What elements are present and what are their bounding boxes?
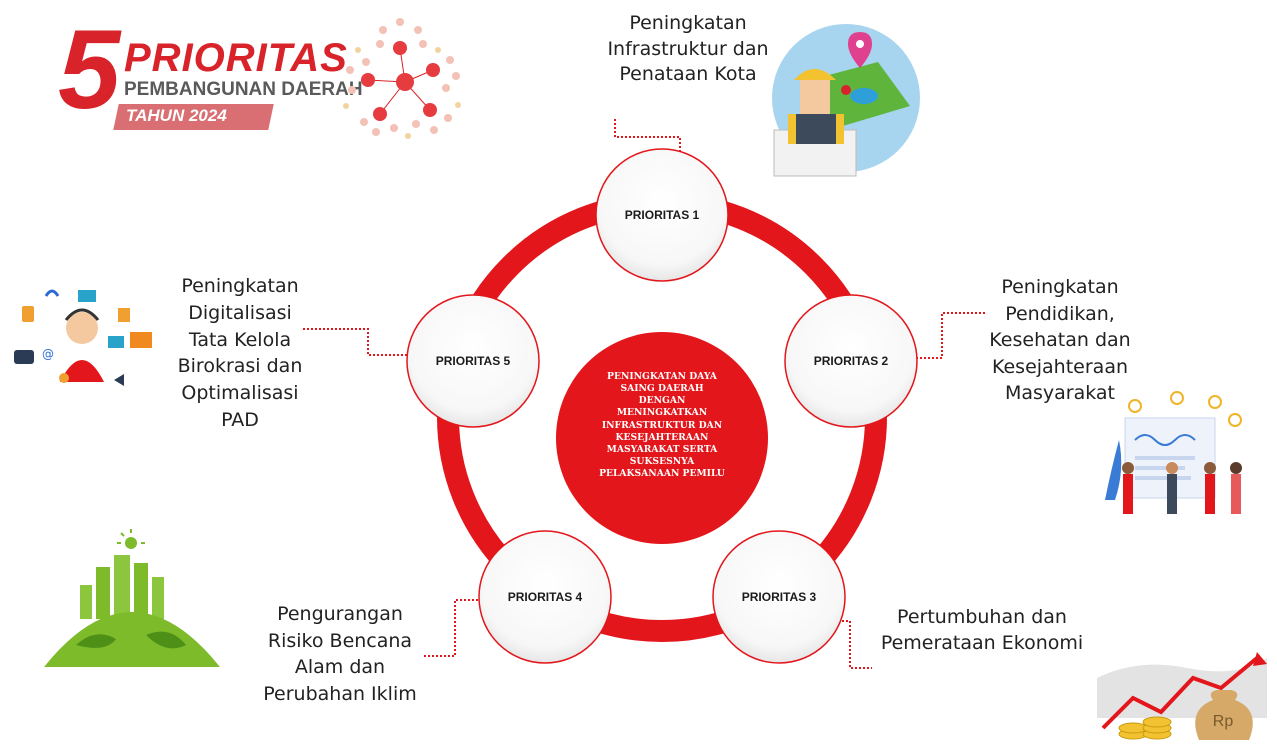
node-prioritas-1 (595, 148, 729, 282)
fax-icon (108, 336, 124, 348)
node-label-prioritas-3: PRIORITAS 3 (742, 590, 817, 604)
center-line: PENINGKATAN DAYA (607, 371, 717, 382)
description-line: Birokrasi dan (177, 355, 303, 378)
infrastructure-illustration (772, 24, 920, 177)
description-line: Optimalisasi (181, 382, 299, 405)
phone-icon (44, 289, 60, 297)
person-icon (1231, 474, 1241, 514)
calculator-icon (22, 306, 34, 322)
center-text: PENINGKATAN DAYA SAING DAERAH DENGAN MEN… (588, 371, 736, 480)
at-sign-icon: @ (42, 347, 54, 361)
lake-icon (850, 88, 878, 104)
check-badge-icon (1170, 391, 1184, 405)
printer-icon (78, 290, 96, 302)
building-icon (80, 585, 92, 619)
node-label-prioritas-5: PRIORITAS 5 (436, 354, 511, 368)
money-bag-icon (1195, 690, 1253, 740)
description-prioritas-4: Pengurangan Risiko Bencana Alam dan Peru… (240, 601, 440, 707)
people-dashboard-illustration (1105, 391, 1242, 514)
description-line: Risiko Bencana (267, 629, 413, 652)
description-prioritas-5: Peningkatan Digitalisasi Tata Kelola Bir… (160, 273, 320, 434)
description-line: PAD (221, 408, 259, 431)
person-icon (1205, 474, 1215, 514)
node-prioritas-5 (406, 294, 540, 428)
center-line: MASYARAKAT SERTA (606, 443, 718, 455)
center-line: KESEJAHTERAAN (615, 431, 709, 443)
economy-illustration: Rp (1097, 652, 1267, 740)
center-line: MENINGKATKAN (616, 407, 708, 419)
header-number: 5 (58, 7, 121, 132)
description-line: Infrastruktur dan (607, 37, 769, 60)
description-prioritas-2: Peningkatan Pendidikan, Kesehatan dan Ke… (960, 274, 1160, 407)
operator-body (60, 360, 104, 382)
description-line: Alam dan (294, 656, 386, 679)
building-icon (152, 577, 164, 619)
description-line: Peningkatan (1001, 276, 1119, 298)
description-line: Pertumbuhan dan (897, 606, 1067, 628)
helmet-icon (794, 69, 836, 80)
description-line: Masyarakat (1004, 382, 1116, 405)
coin-stack-icon (1118, 716, 1172, 740)
headset-icon (64, 308, 100, 321)
center-line: DENGAN (638, 395, 686, 407)
description-line: Kesehatan dan (989, 329, 1131, 352)
center-line: SAING DAERAH (620, 383, 704, 395)
center-line: INFRASTRUKTUR DAN (601, 419, 723, 431)
description-line: Peningkatan (181, 275, 299, 297)
node-label-prioritas-2: PRIORITAS 2 (814, 354, 889, 368)
header-title: PRIORITAS (124, 36, 348, 80)
center-circle (556, 332, 768, 544)
description-line: Digitalisasi (188, 301, 292, 324)
network-illustration (343, 18, 461, 139)
node-prioritas-2 (784, 294, 918, 428)
chat-bubble-icon (14, 350, 34, 364)
network-node-center (396, 73, 414, 91)
megaphone-icon (114, 374, 124, 386)
person-icon (1167, 474, 1177, 514)
check-badge-icon (1208, 395, 1222, 409)
plant-icon (1105, 440, 1122, 500)
description-line: Pendidikan, (1005, 302, 1115, 325)
sun-icon (125, 537, 137, 549)
description-line: Kesejahteraan (991, 355, 1129, 378)
center-line: SUKSESNYA (629, 455, 695, 467)
green-city-illustration (44, 529, 220, 667)
chart-line-icon (1134, 434, 1196, 446)
location-pin-icon (848, 32, 872, 68)
node-label-prioritas-4: PRIORITAS 4 (508, 590, 583, 604)
digital-services-illustration: @ (14, 289, 152, 386)
check-badge-icon (1128, 399, 1142, 413)
operator-head (66, 312, 98, 344)
building-icon (114, 555, 130, 619)
description-line: Penataan Kota (619, 63, 757, 86)
description-prioritas-1: Peningkatan Infrastruktur dan Penataan K… (598, 11, 778, 88)
center-line: PELAKSANAAN PEMILU (599, 468, 725, 480)
description-line: Pemerataan Ekonomi (880, 631, 1084, 654)
node-label-prioritas-1: PRIORITAS 1 (625, 208, 700, 222)
description-line: Pengurangan (277, 603, 403, 625)
node-prioritas-3 (712, 530, 846, 664)
node-prioritas-4 (478, 530, 612, 664)
growth-arrow-icon (1101, 656, 1259, 730)
money-symbol: Rp (1213, 713, 1234, 730)
building-icon (96, 567, 110, 619)
description-line: Perubahan Iklim (263, 682, 417, 705)
pin-icon (59, 373, 69, 383)
email-icon (130, 332, 152, 348)
person-icon (1123, 474, 1133, 514)
check-badge-icon (1228, 413, 1242, 427)
connector-prioritas-1 (614, 118, 681, 176)
notebook-icon (118, 308, 130, 322)
connector-prioritas-2 (896, 312, 985, 359)
globe-icon (44, 612, 220, 667)
description-prioritas-3: Pertumbuhan dan Pemerataan Ekonomi (868, 605, 1096, 656)
description-line: Peningkatan (629, 12, 747, 34)
header-year: TAHUN 2024 (126, 106, 227, 125)
building-icon (134, 563, 148, 619)
connector-prioritas-5 (303, 328, 435, 356)
description-line: Tata Kelola (188, 328, 292, 351)
header-subtitle: PEMBANGUNAN DAERAH (124, 79, 363, 100)
